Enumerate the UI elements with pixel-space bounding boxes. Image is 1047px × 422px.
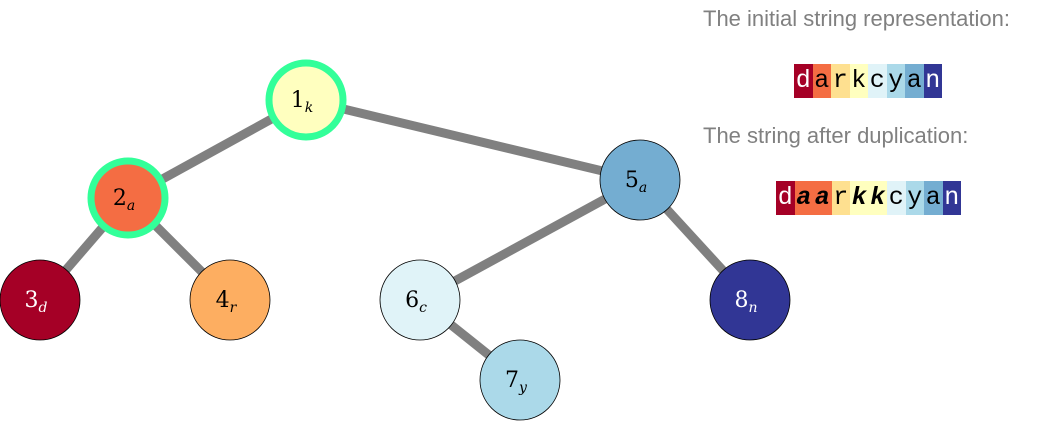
node-circle	[87, 157, 169, 239]
node-label: 4r	[216, 288, 238, 316]
node-label: 7y	[505, 368, 528, 396]
node-label: 2a	[113, 186, 135, 214]
duplicated-char-6: c	[887, 181, 906, 215]
node-circle	[0, 259, 81, 341]
duplicated-char-2: a	[813, 181, 832, 215]
node-circle	[379, 259, 461, 341]
duplicated-char-1: a	[794, 181, 813, 215]
initial-char-4: c	[868, 64, 887, 98]
initial-char-3: k	[849, 64, 868, 98]
node-label: 8n	[734, 288, 757, 316]
node-circle	[265, 59, 347, 141]
initial-char-2: r	[831, 64, 850, 98]
tree-node-2: 2a	[87, 157, 169, 239]
node-circle	[709, 259, 791, 341]
tree-node-8: 8n	[709, 259, 791, 341]
node-label: 6c	[405, 288, 427, 316]
duplicated-char-8: a	[924, 181, 943, 215]
node-circle	[479, 339, 561, 421]
duplicated-char-7: y	[905, 181, 924, 215]
edge-5-6	[417, 176, 643, 304]
edge-1-5	[304, 95, 642, 185]
initial-char-7: n	[923, 64, 942, 98]
node-circle	[189, 259, 271, 341]
tree-node-7: 7y	[479, 339, 561, 421]
tree-node-1: 1k	[265, 59, 347, 141]
tree-node-3: 3d	[0, 259, 81, 341]
initial-char-6: a	[905, 64, 924, 98]
duplicated-char-9: n	[942, 181, 961, 215]
node-label: 1k	[291, 88, 313, 116]
initial-char-5: y	[886, 64, 905, 98]
tree-nodes: 1k 2a 3d 4r 5a 6c 7y 8n	[0, 59, 791, 421]
tree-node-6: 6c	[379, 259, 461, 341]
node-label: 3d	[25, 288, 48, 316]
node-label: 5a	[625, 168, 647, 196]
duplicated-string-caption: The string after duplication:	[703, 123, 969, 148]
initial-char-1: a	[812, 64, 831, 98]
duplicated-char-3: r	[831, 181, 850, 215]
node-circle	[599, 139, 681, 221]
duplicated-char-0: d	[776, 181, 795, 215]
initial-string-caption: The initial string representation:	[703, 6, 1010, 31]
initial-char-0: d	[794, 64, 813, 98]
duplicated-char-4: k	[850, 181, 869, 215]
tree-node-5: 5a	[599, 139, 681, 221]
tree-node-4: 4r	[189, 259, 271, 341]
duplicated-char-5: k	[868, 181, 887, 215]
